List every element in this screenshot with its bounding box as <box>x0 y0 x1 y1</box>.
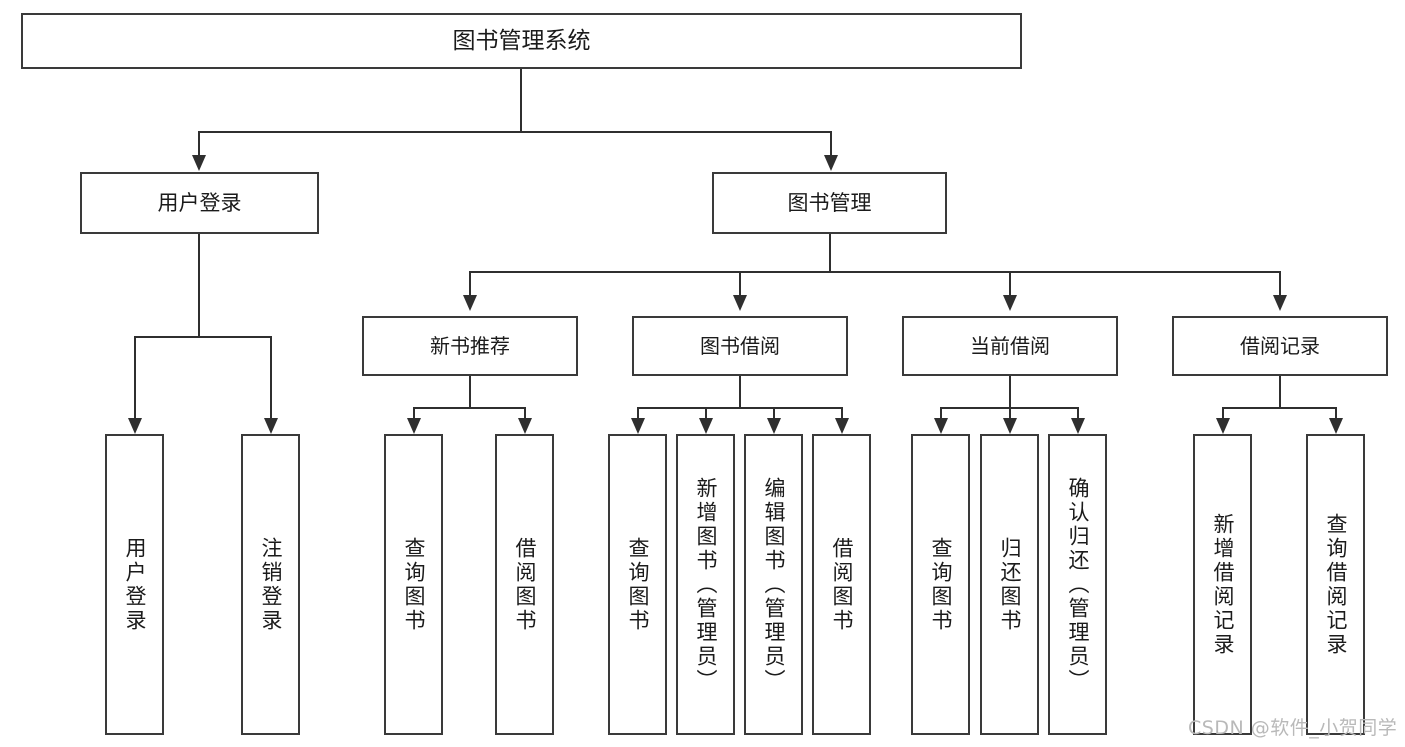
connector-cb-leaf-2 <box>1009 407 1011 420</box>
arrowhead-bb-leaf-2 <box>699 418 713 434</box>
arrowhead-new-book-recommend <box>463 295 477 311</box>
arrowhead-bb-leaf-1 <box>631 418 645 434</box>
arrowhead-cb-leaf-2 <box>1003 418 1017 434</box>
node-label: 新书推荐 <box>430 333 510 358</box>
arrowhead-br-leaf-1 <box>1216 418 1230 434</box>
connector-nbr-leaf-1 <box>413 407 415 420</box>
arrowhead-user-login <box>192 155 206 171</box>
leaf-label: 用户登录 <box>123 536 147 633</box>
arrowhead-cb-leaf-3 <box>1071 418 1085 434</box>
leaf-add-borrow-record[interactable]: 新增借阅记录 <box>1193 434 1252 735</box>
arrowhead-borrow-record <box>1273 295 1287 311</box>
connector-bb-leaf-2 <box>705 407 707 420</box>
arrowhead-book-borrow <box>733 295 747 311</box>
leaf-label: 编辑图书（管理员） <box>762 476 786 693</box>
connector-root-to-book-management <box>830 131 832 157</box>
connector-book-management-stem <box>829 234 831 272</box>
node-current-borrow[interactable]: 当前借阅 <box>902 316 1118 376</box>
node-label: 当前借阅 <box>970 333 1050 358</box>
node-borrow-record[interactable]: 借阅记录 <box>1172 316 1388 376</box>
arrowhead-leaf-logout <box>264 418 278 434</box>
connector-br-leaf-1 <box>1222 407 1224 420</box>
connector-bb-leaf-1 <box>637 407 639 420</box>
connector-borrow-record-bus <box>1222 407 1337 409</box>
leaf-return-books[interactable]: 归还图书 <box>980 434 1039 735</box>
connector-to-borrow-record <box>1279 271 1281 297</box>
leaf-edit-book-admin[interactable]: 编辑图书（管理员） <box>744 434 803 735</box>
connector-nbr-leaf-2 <box>524 407 526 420</box>
leaf-query-books-current[interactable]: 查询图书 <box>911 434 970 735</box>
leaf-confirm-return-admin[interactable]: 确认归还（管理员） <box>1048 434 1107 735</box>
leaf-label: 新增借阅记录 <box>1211 512 1235 657</box>
connector-user-login-stem <box>198 234 200 338</box>
leaf-query-borrow-record[interactable]: 查询借阅记录 <box>1306 434 1365 735</box>
node-label: 用户登录 <box>157 190 242 215</box>
leaf-label: 注销登录 <box>259 536 283 633</box>
node-book-borrow[interactable]: 图书借阅 <box>632 316 848 376</box>
arrowhead-cb-leaf-1 <box>934 418 948 434</box>
connector-book-borrow-bus <box>637 407 843 409</box>
connector-cb-leaf-3 <box>1077 407 1079 420</box>
connector-to-new-book-recommend <box>469 271 471 297</box>
leaf-borrow-books-recommend[interactable]: 借阅图书 <box>495 434 554 735</box>
arrowhead-leaf-user-login <box>128 418 142 434</box>
arrowhead-book-management <box>824 155 838 171</box>
leaf-label: 借阅图书 <box>513 536 537 633</box>
arrowhead-bb-leaf-4 <box>835 418 849 434</box>
node-book-management[interactable]: 图书管理 <box>712 172 947 234</box>
node-label: 图书管理系统 <box>452 27 591 54</box>
leaf-label: 归还图书 <box>998 536 1022 633</box>
connector-current-borrow-stem <box>1009 376 1011 408</box>
leaf-label: 查询图书 <box>402 536 426 633</box>
leaf-label: 查询借阅记录 <box>1324 512 1348 657</box>
leaf-query-books-borrow[interactable]: 查询图书 <box>608 434 667 735</box>
connector-user-login-leaf-1 <box>134 336 136 420</box>
leaf-add-book-admin[interactable]: 新增图书（管理员） <box>676 434 735 735</box>
connector-bb-leaf-4 <box>841 407 843 420</box>
leaf-logout[interactable]: 注销登录 <box>241 434 300 735</box>
connector-br-leaf-2 <box>1335 407 1337 420</box>
connector-new-book-recommend-stem <box>469 376 471 408</box>
node-label: 图书管理 <box>787 190 872 215</box>
arrowhead-br-leaf-2 <box>1329 418 1343 434</box>
leaf-label: 借阅图书 <box>830 536 854 633</box>
leaf-query-books-recommend[interactable]: 查询图书 <box>384 434 443 735</box>
leaf-label: 确认归还（管理员） <box>1066 476 1090 693</box>
node-label: 借阅记录 <box>1240 333 1320 358</box>
arrowhead-nbr-leaf-1 <box>407 418 421 434</box>
connector-cb-leaf-1 <box>940 407 942 420</box>
arrowhead-bb-leaf-3 <box>767 418 781 434</box>
connector-root-bus <box>198 131 832 133</box>
leaf-label: 新增图书（管理员） <box>694 476 718 693</box>
arrowhead-nbr-leaf-2 <box>518 418 532 434</box>
node-label: 图书借阅 <box>700 333 780 358</box>
connector-bb-leaf-3 <box>773 407 775 420</box>
node-root-book-management-system[interactable]: 图书管理系统 <box>21 13 1022 69</box>
connector-book-borrow-stem <box>739 376 741 408</box>
connector-root-to-user-login <box>198 131 200 157</box>
arrowhead-current-borrow <box>1003 295 1017 311</box>
leaf-user-login[interactable]: 用户登录 <box>105 434 164 735</box>
connector-book-management-bus <box>469 271 1281 273</box>
connector-to-book-borrow <box>739 271 741 297</box>
node-user-login[interactable]: 用户登录 <box>80 172 319 234</box>
leaf-label: 查询图书 <box>929 536 953 633</box>
connector-user-login-bus <box>134 336 272 338</box>
node-new-book-recommend[interactable]: 新书推荐 <box>362 316 578 376</box>
leaf-label: 查询图书 <box>626 536 650 633</box>
connector-to-current-borrow <box>1009 271 1011 297</box>
connector-root-stem <box>520 69 522 131</box>
connector-borrow-record-stem <box>1279 376 1281 408</box>
connector-new-book-recommend-bus <box>413 407 526 409</box>
connector-user-login-leaf-2 <box>270 336 272 420</box>
leaf-borrow-books[interactable]: 借阅图书 <box>812 434 871 735</box>
